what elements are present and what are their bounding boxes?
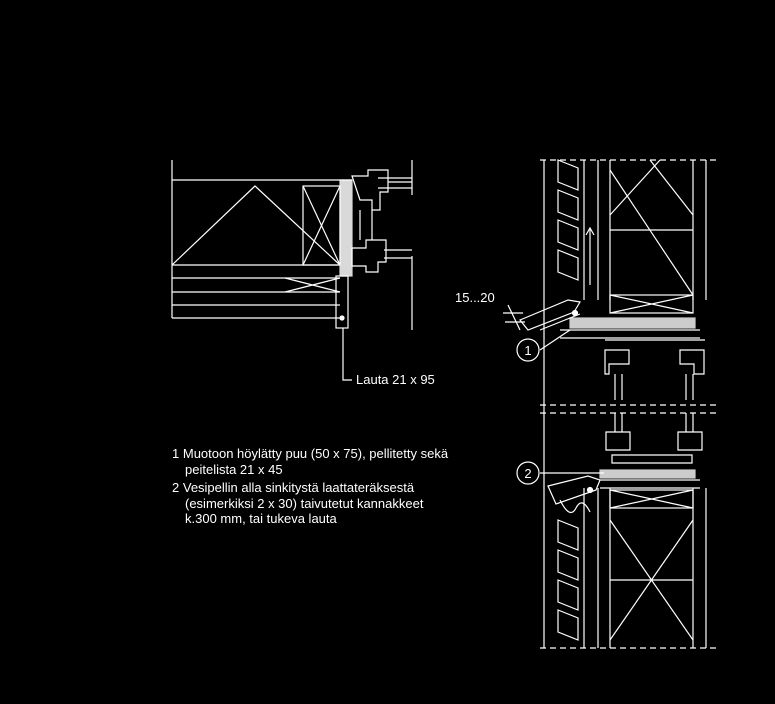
note-2-line-2: (esimerkiksi 2 x 30) taivutetut kannakke… <box>185 495 424 511</box>
notes-list: 1 Muotoon höylätty puu (50 x 75), pellit… <box>172 446 448 530</box>
note-2: 2 Vesipellin alla sinkitystä laattateräk… <box>172 480 448 527</box>
note-2-line-1: Vesipellin alla sinkitystä laattateräkse… <box>182 480 415 495</box>
board-label: Lauta 21 x 95 <box>356 372 435 387</box>
note-2-number: 2 <box>172 480 180 495</box>
note-1-number: 1 <box>172 446 180 461</box>
note-1-line-2: peitelista 21 x 45 <box>185 461 283 477</box>
note-1-line-1: Muotoon höylätty puu (50 x 75), pellitet… <box>182 446 449 461</box>
callout-2-circle <box>516 461 540 485</box>
note-2-line-3: k.300 mm, tai tukeva lauta <box>185 511 337 526</box>
callout-1-number: 1 <box>524 343 531 358</box>
section-detail <box>503 159 718 649</box>
plan-detail <box>171 160 413 381</box>
note-1: 1 Muotoon höylätty puu (50 x 75), pellit… <box>172 446 448 477</box>
callout-2-number: 2 <box>524 466 531 481</box>
callout-1-circle <box>516 338 540 362</box>
dimension-label: 15...20 <box>455 290 495 305</box>
